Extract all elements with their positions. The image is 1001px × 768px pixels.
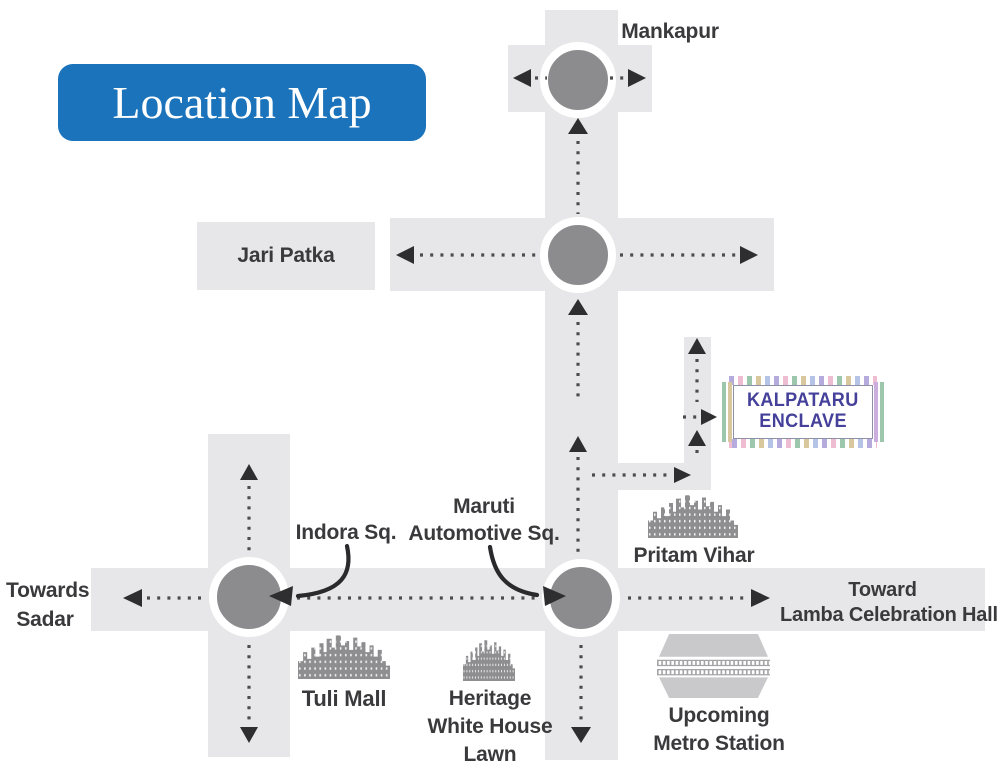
maruti-automotive-sq-label: Maruti Automotive Sq.	[408, 495, 560, 545]
roundabout-maruti-square	[542, 559, 620, 637]
roundabout-indora-square	[209, 557, 289, 637]
jari-patka-label: Jari Patka	[237, 244, 335, 267]
roundabout-mankapur	[540, 42, 616, 118]
page-title: Location Map	[58, 64, 426, 141]
roundabout-mid	[540, 217, 616, 293]
road-vertical-main	[545, 10, 618, 760]
badge-stitch-border-bottom	[729, 439, 877, 448]
heritage-white-house-lawn-label: Heritage White House Lawn	[427, 687, 553, 766]
badge-stitch-border-top	[729, 376, 877, 385]
jari-patka-block: Jari Patka	[197, 222, 375, 290]
tuli-mall-buildings-icon	[298, 635, 390, 679]
towards-sadar-label: Towards Sadar	[6, 579, 90, 631]
pritam-vihar-label: Pritam Vihar	[633, 544, 755, 567]
toward-lamba-label: Toward Lamba Celebration Hall	[780, 579, 998, 626]
kalpataru-enclave-badge: KALPATARU ENCLAVE	[722, 376, 884, 448]
tuli-mall-label: Tuli Mall	[301, 686, 387, 711]
pritam-vihar-buildings-icon	[648, 495, 738, 538]
badge-stripe-right	[874, 382, 884, 442]
mankapur-label: Mankapur	[621, 20, 719, 43]
indora-sq-label: Indora Sq.	[295, 521, 397, 544]
page-title-text: Location Map	[112, 77, 372, 128]
kalpataru-enclave-nameplate: KALPATARU ENCLAVE	[733, 385, 873, 439]
badge-stripe-left	[722, 382, 732, 442]
metro-station-tracks-icon	[657, 634, 770, 698]
upcoming-metro-station-label: Upcoming Metro Station	[653, 704, 785, 755]
heritage-buildings-icon	[463, 640, 515, 681]
road-kalpataru-horizontal	[612, 463, 711, 490]
